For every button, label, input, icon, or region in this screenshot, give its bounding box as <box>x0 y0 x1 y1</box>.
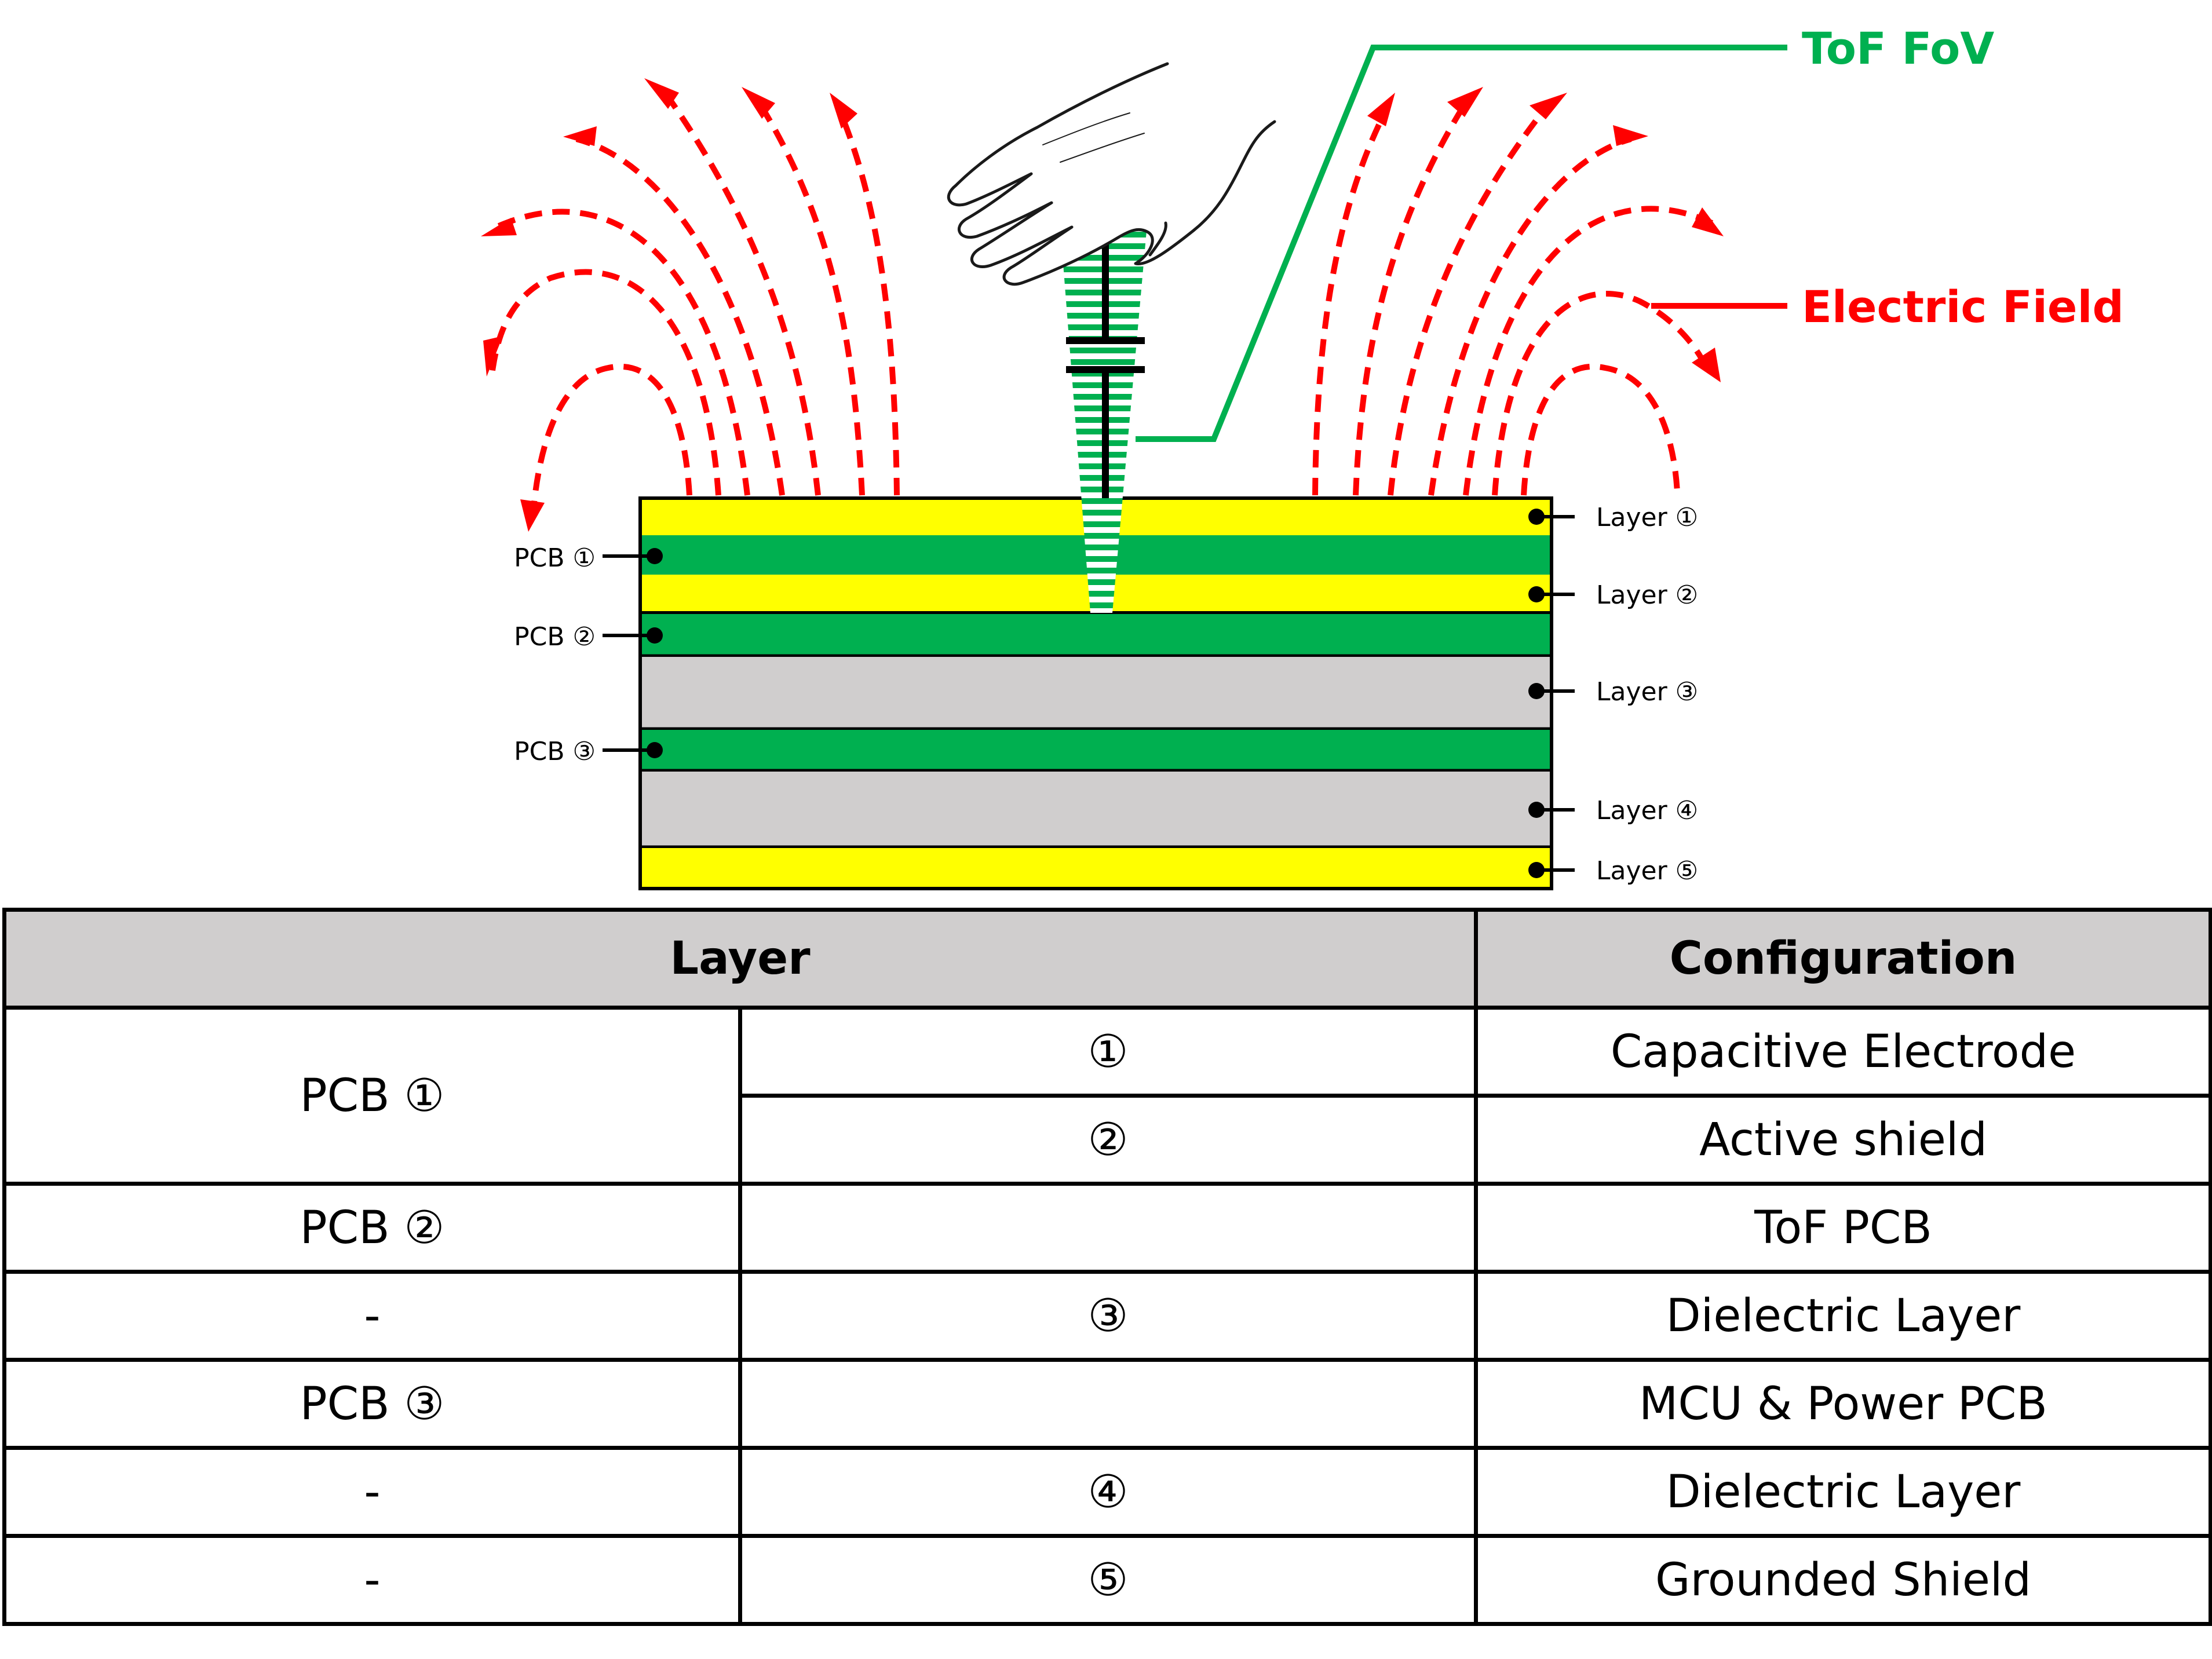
electric-field-callout: Electric Field <box>1802 281 2124 332</box>
layer-label-1: Layer ① <box>1528 503 1698 532</box>
cell-pcb: PCB ① <box>2 1006 742 1186</box>
table-row: PCB ② ToF PCB <box>2 1182 2212 1274</box>
cell-pcb: - <box>2 1534 742 1626</box>
cell-configuration: ToF PCB <box>1474 1182 2212 1274</box>
pcb-label-1: PCB ① <box>514 543 663 573</box>
layer-label-5: Layer ⑤ <box>1528 856 1698 886</box>
svg-text:Layer ②: Layer ② <box>1596 580 1698 610</box>
svg-text:Layer ⑤: Layer ⑤ <box>1596 856 1698 886</box>
cell-layer: ② <box>738 1094 1478 1186</box>
table-header-row: Layer Configuration <box>2 908 2212 1010</box>
cell-pcb: - <box>2 1270 742 1362</box>
cell-configuration: Grounded Shield <box>1474 1534 2212 1626</box>
tof-fov-callout: ToF FoV <box>1802 23 1994 74</box>
table-row: PCB ③ MCU & Power PCB <box>2 1358 2212 1450</box>
cell-layer <box>738 1182 1478 1274</box>
svg-text:PCB ①: PCB ① <box>514 543 596 573</box>
pcb-3-substrate <box>640 730 1552 770</box>
svg-text:PCB ②: PCB ② <box>514 622 596 652</box>
svg-text:Layer ④: Layer ④ <box>1596 796 1698 825</box>
svg-text:PCB ③: PCB ③ <box>514 737 596 766</box>
cell-configuration: Dielectric Layer <box>1474 1446 2212 1538</box>
hand-icon <box>947 62 1276 286</box>
table-row: PCB ① ① Capacitive Electrode <box>2 1006 2212 1186</box>
layer-label-3: Layer ③ <box>1528 677 1698 707</box>
electric-field-lines-right <box>1312 105 1714 496</box>
capacitor-symbol <box>1066 243 1145 498</box>
cell-configuration: Active shield <box>1474 1094 2212 1186</box>
cell-pcb: PCB ② <box>2 1182 742 1274</box>
cell-layer: ① <box>738 1006 1478 1098</box>
layer-stack <box>638 496 1553 890</box>
tof-fov-leader-line <box>1136 45 1787 442</box>
cell-layer: ③ <box>738 1270 1478 1362</box>
cell-pcb: PCB ③ <box>2 1358 742 1450</box>
cell-configuration: Dielectric Layer <box>1474 1270 2212 1362</box>
cell-layer <box>738 1358 1478 1450</box>
cell-layer: ⑤ <box>738 1534 1478 1626</box>
header-layer: Layer <box>2 908 1478 1010</box>
layer-label-2: Layer ② <box>1528 580 1698 610</box>
svg-text:Layer ①: Layer ① <box>1596 503 1698 532</box>
layer-3-dielectric <box>640 657 1552 729</box>
table-row: - ⑤ Grounded Shield <box>2 1534 2212 1626</box>
layer-5-copper <box>640 848 1552 889</box>
cell-layer: ④ <box>738 1446 1478 1538</box>
layer-label-4: Layer ④ <box>1528 796 1698 825</box>
electric-field-arrowheads-right <box>1367 87 1724 382</box>
layer-4-dielectric <box>640 772 1552 847</box>
pcb-stack-diagram: ToF FoV Electric Field PCB ① PCB ② PCB ③… <box>481 23 2124 890</box>
cell-configuration: Capacitive Electrode <box>1474 1006 2212 1098</box>
cell-configuration: MCU & Power PCB <box>1474 1358 2212 1450</box>
electric-field-lines-left <box>490 97 900 516</box>
svg-text:Layer ③: Layer ③ <box>1596 677 1698 707</box>
pcb-label-3: PCB ③ <box>514 737 663 766</box>
electric-field-arrowheads-left <box>481 78 857 532</box>
table-row: - ④ Dielectric Layer <box>2 1446 2212 1538</box>
table-row: - ③ Dielectric Layer <box>2 1270 2212 1362</box>
table-row: ② Active shield <box>5 1094 2212 1186</box>
header-configuration: Configuration <box>1474 908 2212 1010</box>
layer-configuration-table: Layer Configuration PCB ① ① Capacitive E… <box>2 908 2212 1626</box>
pcb-2-substrate <box>640 614 1552 656</box>
cell-pcb: - <box>2 1446 742 1538</box>
pcb-label-2: PCB ② <box>514 622 663 652</box>
